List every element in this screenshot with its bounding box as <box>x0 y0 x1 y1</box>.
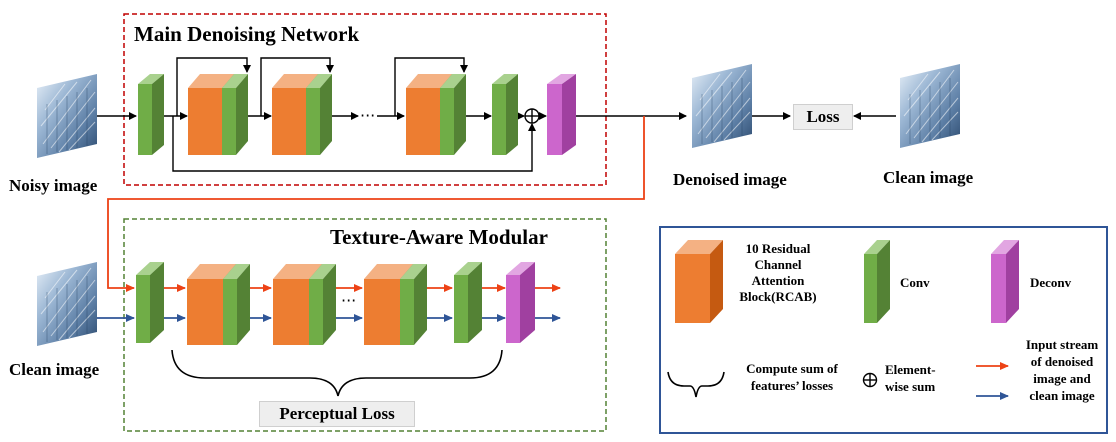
loss-box: Loss <box>793 104 853 130</box>
main-network-title: Main Denoising Network <box>134 22 359 46</box>
conv-block <box>400 264 427 345</box>
element-wise-sum-node <box>524 108 540 124</box>
noisy-image-label: Noisy image <box>9 176 98 195</box>
legend-sum-brace-icon <box>667 371 725 398</box>
main-network-blocks <box>138 74 576 155</box>
denoised-to-texture-connector <box>107 116 645 292</box>
main-network-box <box>123 13 607 186</box>
conv-block <box>309 264 336 345</box>
conv-block <box>138 74 164 155</box>
texture-module-box <box>123 218 607 432</box>
legend-box <box>659 226 1108 434</box>
deconv-block <box>547 74 576 155</box>
clean-image-bottom-label: Clean image <box>9 360 100 379</box>
clean-image-top-label: Clean image <box>883 168 974 187</box>
legend-element-wise-icon <box>862 372 878 388</box>
perceptual-loss-box: Perceptual Loss <box>259 401 415 427</box>
legend-input-stream-label: Input stream of denoised image and clean… <box>1025 337 1099 403</box>
legend-rcab-icon <box>675 240 723 323</box>
denoised-image-label: Denoised image <box>673 170 787 189</box>
legend-conv-label: Conv <box>900 275 930 290</box>
texture-module-blocks <box>136 262 535 345</box>
conv-block <box>306 74 332 155</box>
legend-element-wise-label: Element- wise sum <box>885 362 936 394</box>
main-network-connectors <box>97 57 896 172</box>
noisy-image <box>36 73 98 159</box>
main-network-ellipsis: ··· <box>360 106 375 125</box>
conv-block <box>136 262 164 343</box>
texture-module-ellipsis: ··· <box>341 291 356 310</box>
conv-block <box>223 264 250 345</box>
perceptual-loss-brace <box>171 349 503 397</box>
legend-rcab-label: 10 Residual Channel Attention Block(RCAB… <box>739 241 817 304</box>
legend-conv-icon <box>864 240 890 323</box>
legend-deconv-label: Deconv <box>1030 275 1072 290</box>
texture-module-title: Texture-Aware Modular <box>330 225 548 249</box>
legend-sum-losses-label: Compute sum of features’ losses <box>746 361 838 393</box>
denoised-image <box>691 63 753 149</box>
deconv-block <box>506 262 535 343</box>
clean-image-top <box>899 63 961 149</box>
clean-image-bottom <box>36 261 98 347</box>
rcab-block <box>406 74 452 155</box>
conv-block <box>440 74 466 155</box>
legend-deconv-icon <box>991 240 1019 323</box>
conv-block <box>492 74 518 155</box>
conv-block <box>454 262 482 343</box>
conv-block <box>222 74 248 155</box>
